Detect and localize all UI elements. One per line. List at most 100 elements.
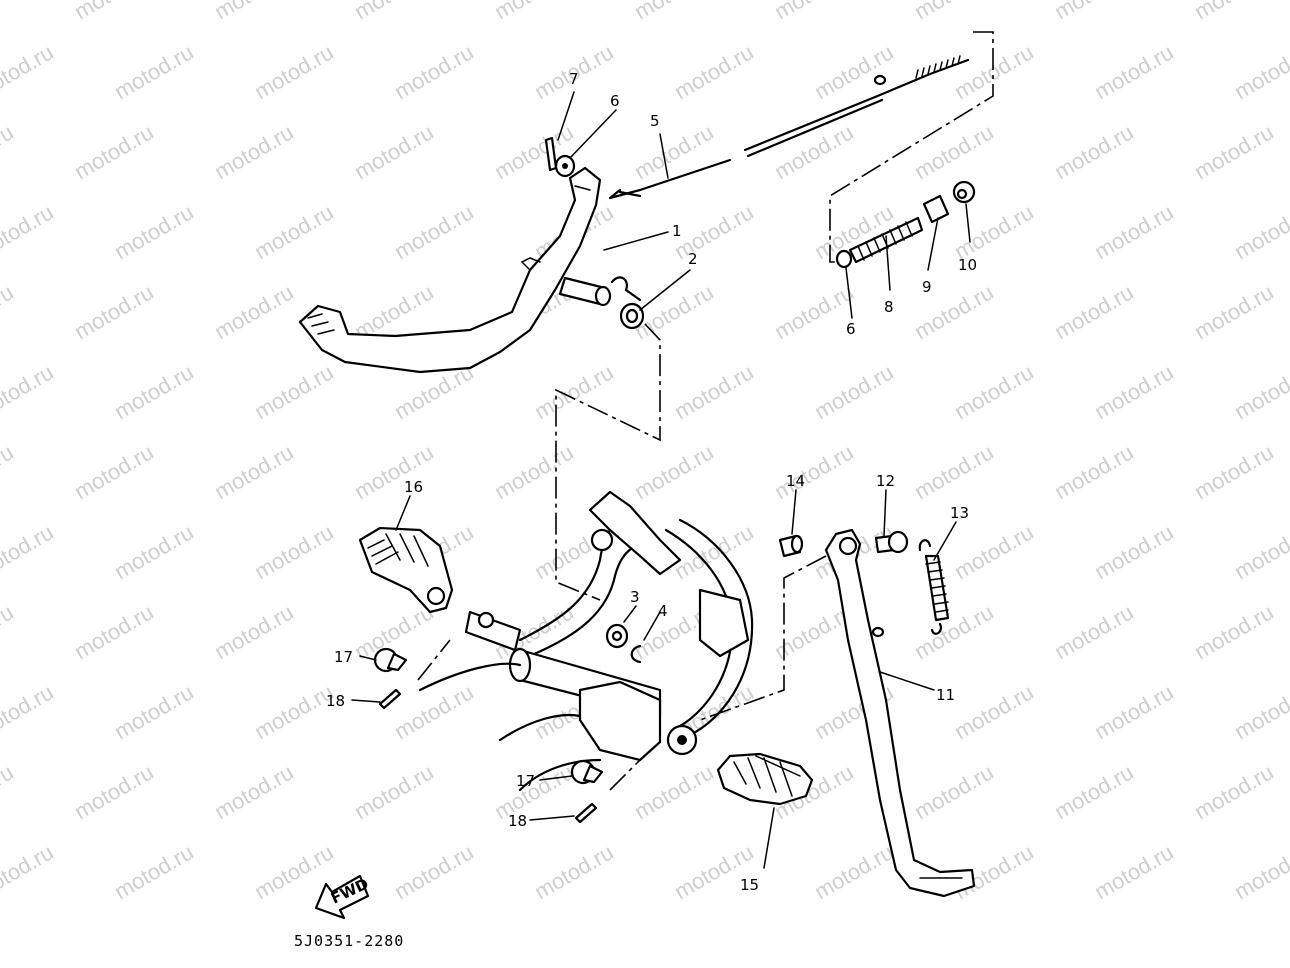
callout-10[interactable]: 10 [958, 256, 977, 274]
watermark-text: motod.ru [110, 519, 198, 584]
cotter-pin-upper[interactable] [544, 136, 558, 172]
watermark-text: motod.ru [530, 359, 618, 424]
watermark-text: motod.ru [0, 359, 58, 424]
watermark-text: motod.ru [390, 839, 478, 904]
watermark-text: motod.ru [770, 0, 858, 24]
callout-3[interactable]: 3 [630, 588, 640, 606]
callout-18-left[interactable]: 18 [326, 692, 345, 710]
brake-pedal[interactable] [298, 166, 612, 374]
sidestand[interactable] [824, 528, 976, 898]
watermark-text: motod.ru [1190, 0, 1278, 24]
callout-2[interactable]: 2 [688, 250, 698, 268]
callout-17-right[interactable]: 17 [516, 772, 535, 790]
watermark-text: motod.ru [0, 199, 58, 264]
watermark-text: motod.ru [1050, 0, 1138, 24]
callout-18-right[interactable]: 18 [508, 812, 527, 830]
callout-12[interactable]: 12 [876, 472, 895, 490]
watermark-text: motod.ru [210, 439, 298, 504]
drawing-code: 5J0351-2280 [294, 932, 404, 950]
assembly-line-footrest-left [417, 639, 451, 681]
brake-rod[interactable] [608, 55, 970, 200]
callout-1[interactable]: 1 [672, 222, 682, 240]
footrest-left[interactable] [358, 526, 454, 614]
forward-arrow-icon: FWD [314, 875, 371, 920]
adjusting-nut[interactable] [952, 180, 976, 204]
watermark-text: motod.ru [250, 199, 338, 264]
stand-bolt[interactable] [874, 530, 909, 554]
watermark-text: motod.ru [1090, 679, 1178, 744]
watermark-text: motod.ru [1230, 359, 1290, 424]
watermark-text: motod.ru [950, 519, 1038, 584]
plain-washer[interactable] [605, 623, 629, 649]
watermark-text: motod.ru [670, 359, 758, 424]
assembly-line-pedal [555, 323, 661, 601]
watermark-text: motod.ru [1190, 599, 1278, 664]
stand-spring[interactable] [918, 539, 950, 635]
callout-17-left[interactable]: 17 [334, 648, 353, 666]
watermark-text: motod.ru [490, 439, 578, 504]
watermark-text: motod.ru [950, 679, 1038, 744]
watermark-text: motod.ru [0, 439, 18, 504]
watermark-text: motod.ru [110, 39, 198, 104]
callout-4[interactable]: 4 [658, 602, 668, 620]
watermark-text: motod.ru [810, 39, 898, 104]
callout-13[interactable]: 13 [950, 504, 969, 522]
watermark-text: motod.ru [0, 279, 18, 344]
callout-15[interactable]: 15 [740, 876, 759, 894]
callout-16[interactable]: 16 [404, 478, 423, 496]
stand-collar[interactable] [778, 534, 804, 558]
callout-8[interactable]: 8 [884, 298, 894, 316]
callout-9[interactable]: 9 [922, 278, 932, 296]
watermark-text: motod.ru [910, 0, 998, 24]
watermark-text: motod.ru [1230, 39, 1290, 104]
watermark-text: motod.ru [490, 759, 578, 824]
watermark-text: motod.ru [70, 0, 158, 24]
footrest-right[interactable] [716, 752, 814, 806]
washer-upper[interactable] [554, 154, 576, 178]
callout-11[interactable]: 11 [936, 686, 955, 704]
watermark-text: motod.ru [110, 679, 198, 744]
callout-7[interactable]: 7 [569, 70, 579, 88]
watermark-text: motod.ru [1230, 839, 1290, 904]
oil-seal[interactable] [610, 276, 645, 330]
cotter-pin-left[interactable] [378, 688, 402, 710]
watermark-text: motod.ru [1090, 199, 1178, 264]
watermark-text: motod.ru [210, 279, 298, 344]
watermark-text: motod.ru [0, 759, 18, 824]
watermark-text: motod.ru [1050, 599, 1138, 664]
watermark-text: motod.ru [250, 359, 338, 424]
spring-washer[interactable] [835, 249, 853, 269]
watermark-text: motod.ru [810, 359, 898, 424]
callout-5[interactable]: 5 [650, 112, 660, 130]
watermark-text: motod.ru [210, 119, 298, 184]
watermark-text: motod.ru [210, 0, 298, 24]
watermark-text: motod.ru [630, 439, 718, 504]
footrest-pin-right[interactable] [570, 759, 604, 785]
watermark-text: motod.ru [1230, 679, 1290, 744]
watermark-text: motod.ru [670, 39, 758, 104]
cotter-pin-right[interactable] [574, 802, 598, 824]
callout-6-lower[interactable]: 6 [846, 320, 856, 338]
watermark-text: motod.ru [1190, 279, 1278, 344]
watermark-text: motod.ru [950, 359, 1038, 424]
assembly-line-footrest-right [609, 739, 661, 791]
callout-6-upper[interactable]: 6 [610, 92, 620, 110]
watermark-text: motod.ru [1090, 359, 1178, 424]
watermark-text: motod.ru [810, 839, 898, 904]
watermark-text: motod.ru [910, 759, 998, 824]
watermark-text: motod.ru [110, 199, 198, 264]
joint-collar[interactable] [922, 194, 950, 224]
watermark-text: motod.ru [0, 0, 18, 24]
watermark-text: motod.ru [910, 119, 998, 184]
assembly-line-rod [829, 31, 994, 263]
watermark-text: motod.ru [1090, 839, 1178, 904]
callout-labels: 7 6 5 1 2 6 8 9 10 11 12 13 14 15 16 17 … [326, 70, 977, 894]
callout-14[interactable]: 14 [786, 472, 805, 490]
circlip[interactable] [630, 644, 642, 664]
watermark-text: motod.ru [630, 119, 718, 184]
footrest-pin-left[interactable] [373, 647, 408, 673]
watermark-text: motod.ru [1190, 119, 1278, 184]
watermark-text: motod.ru [0, 679, 58, 744]
watermark-text: motod.ru [350, 439, 438, 504]
